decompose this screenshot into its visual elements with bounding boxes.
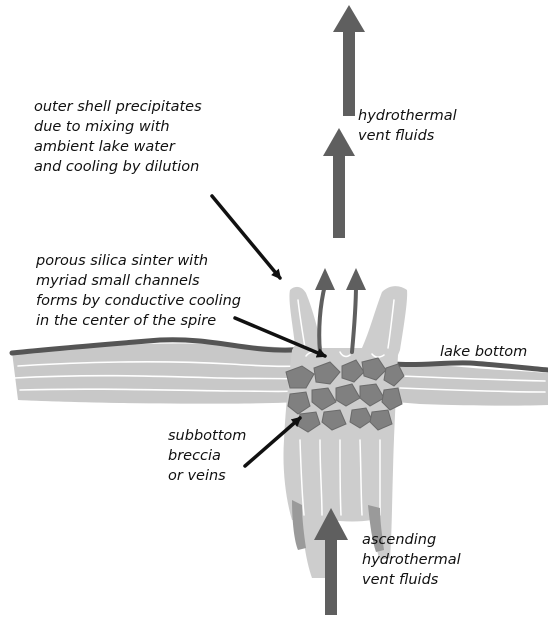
breccia-clasts <box>286 358 404 432</box>
upper-vent-arrow-bottom <box>323 128 355 238</box>
label-outer-shell-3: ambient lake water <box>34 139 176 155</box>
label-outer-shell-4: and cooling by dilution <box>34 159 199 175</box>
spire-vent-arrows <box>319 285 356 352</box>
label-porous-2: myriad small channels <box>36 273 200 289</box>
label-porous-1: porous silica sinter with <box>35 253 208 269</box>
label-subbottom-2: breccia <box>168 448 221 464</box>
label-subbottom-3: or veins <box>168 468 226 484</box>
label-ascending-1: ascending <box>362 532 436 548</box>
label-ascending-3: vent fluids <box>362 572 439 588</box>
upper-vent-arrow-top <box>333 5 365 116</box>
label-porous-3: forms by conductive cooling <box>36 293 241 309</box>
label-lake-bottom: lake bottom <box>440 344 527 360</box>
label-hydrothermal-top-1: hydrothermal <box>358 108 457 124</box>
small-vent-arrowhead-right <box>346 268 366 290</box>
label-hydrothermal-top-2: vent fluids <box>358 128 435 144</box>
label-porous-4: in the center of the spire <box>36 313 216 329</box>
label-ascending-2: hydrothermal <box>362 552 461 568</box>
outer-shell-pointer <box>212 196 280 278</box>
label-subbottom-1: subbottom <box>168 428 246 444</box>
label-outer-shell-2: due to mixing with <box>34 119 170 135</box>
small-vent-arrowhead-left <box>315 268 335 290</box>
label-outer-shell-1: outer shell precipitates <box>34 99 202 115</box>
